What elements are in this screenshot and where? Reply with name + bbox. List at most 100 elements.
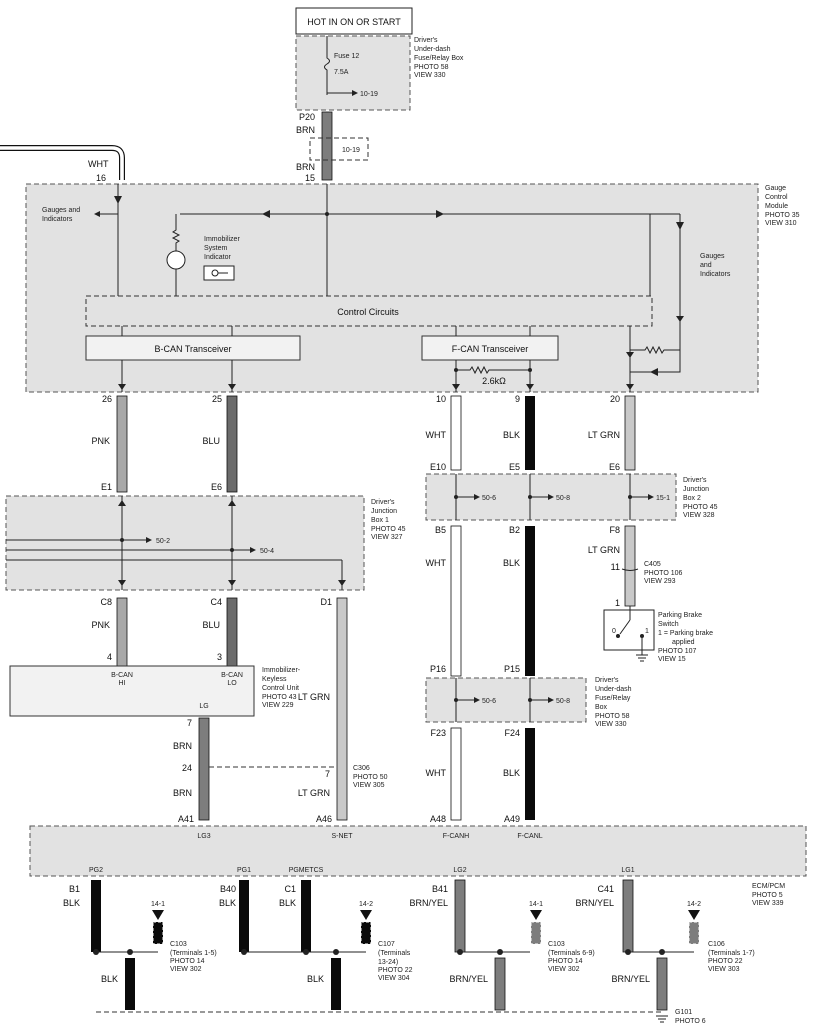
wire-color-pnk: PNK — [91, 436, 110, 446]
control-circuits-label: Control Circuits — [337, 307, 399, 317]
wire-color-wht-3: WHT — [426, 768, 447, 778]
bcan-transceiver — [85, 335, 301, 361]
ecm-term-lg2: LG2 — [453, 867, 466, 874]
ecm-label: ECM/PCM — [752, 883, 785, 890]
brnyel-wire-lg2 — [454, 879, 466, 953]
wire-color-brn: BRN — [296, 125, 315, 135]
pin-d1: D1 — [320, 597, 332, 607]
wire-color-blk-2: BLK — [503, 558, 520, 568]
immob-photo: PHOTO 43 — [262, 694, 297, 701]
gauges-indicators-left-2: Indicators — [42, 216, 73, 223]
blu-wire-2 — [226, 597, 238, 667]
brake-label-line: Switch — [658, 621, 679, 628]
pin-b41: B41 — [432, 884, 448, 894]
pin-a48: A48 — [430, 814, 446, 824]
gauges-indicators-right: Indicators — [700, 271, 731, 278]
fuse-ref: 10-19 — [360, 91, 378, 98]
gauges-indicators-right: Gauges — [700, 253, 725, 260]
pnk-wire-2 — [116, 597, 128, 667]
diode-icon — [262, 210, 270, 218]
c103a-label: C103 — [170, 941, 187, 948]
c103b-view: VIEW 302 — [548, 966, 580, 973]
pin-b2: B2 — [509, 525, 520, 535]
wire-color-blu: BLU — [202, 436, 220, 446]
blk-wire — [525, 396, 535, 470]
immob-label-line: Immobilizer- — [262, 667, 301, 674]
uf-label-line: Driver's — [595, 677, 619, 684]
pin-7: 7 — [187, 718, 192, 728]
pin-f23: F23 — [430, 728, 446, 738]
fuse-box-view: VIEW 330 — [414, 72, 446, 79]
blu-wire — [226, 395, 238, 493]
pin-4: 4 — [107, 652, 112, 662]
arrow-down-icon — [530, 910, 542, 920]
ground-color-blk-1: BLK — [101, 974, 118, 984]
wire-color-ltgrn-4: LT GRN — [588, 545, 620, 555]
gcm-label-line: Gauge — [765, 185, 786, 192]
jb2-ref-50-6: 50-6 — [482, 495, 496, 502]
arrow-down-icon — [360, 910, 372, 920]
wire-color-pnk-2: PNK — [91, 620, 110, 630]
wht-wire-gcm — [0, 146, 124, 180]
ref-14-2-a: 14-2 — [359, 901, 373, 908]
jb1-ref-50-2: 50-2 — [156, 538, 170, 545]
gcm-label-line: Module — [765, 203, 788, 210]
jb1-label-line: Driver's — [371, 499, 395, 506]
wire-color-wht: WHT — [88, 159, 109, 169]
c306-view: VIEW 305 — [353, 782, 385, 789]
uf-photo: PHOTO 58 — [595, 713, 630, 720]
pin-e5: E5 — [509, 462, 520, 472]
jb2-label-line: Box 2 — [683, 495, 701, 502]
c405-view: VIEW 293 — [644, 578, 676, 585]
brake-photo: PHOTO 107 — [658, 648, 696, 655]
jb2-label-line: Junction — [683, 486, 709, 493]
pin-1: 1 — [615, 598, 620, 608]
blk-wire-3 — [525, 728, 535, 820]
ltgrn-wire — [624, 395, 636, 471]
brake-label-line: Parking Brake — [658, 612, 702, 619]
wht-wire-3 — [450, 727, 462, 821]
immobilizer-indicator-label: Indicator — [204, 254, 232, 261]
ecm-view: VIEW 339 — [752, 900, 784, 907]
wire-color-ltgrn: LT GRN — [588, 430, 620, 440]
fuse-relay-box-top — [295, 35, 411, 111]
wire-color-wht-2: WHT — [426, 558, 447, 568]
c103a-photo: PHOTO 14 — [170, 958, 205, 965]
jb1-view: VIEW 327 — [371, 534, 403, 541]
pin-f24: F24 — [504, 728, 520, 738]
switch-pos-0: 0 — [612, 628, 616, 635]
jb1-label-line: Junction — [371, 508, 397, 515]
ecm-term-lg3: LG3 — [197, 833, 210, 840]
wire-color-brn-3: BRN — [173, 741, 192, 751]
immob-label-line: Control Unit — [262, 685, 299, 692]
g101-label: G101 — [675, 1009, 692, 1016]
pin-a46: A46 — [316, 814, 332, 824]
pin-c4: C4 — [210, 597, 222, 607]
wire-color-brnyel-c41: BRN/YEL — [575, 898, 614, 908]
uf-label-line: Fuse/Relay — [595, 695, 631, 702]
pin-24: 24 — [182, 763, 192, 773]
immobilizer-keyless-control-unit — [9, 665, 255, 717]
uf-view: VIEW 330 — [595, 721, 627, 728]
pin-b5: B5 — [435, 525, 446, 535]
jb2-label-line: Driver's — [683, 477, 707, 484]
wire-color-blu-2: BLU — [202, 620, 220, 630]
wire-color-brn-2: BRN — [296, 162, 315, 172]
jb2-ref-50-8: 50-8 — [556, 495, 570, 502]
gauges-indicators-left: Gauges and — [42, 207, 80, 214]
jb2-ref-15-1: 15-1 — [656, 495, 670, 502]
diode-icon — [114, 196, 122, 204]
fuse-box-label-line: Fuse/Relay Box — [414, 55, 464, 62]
ecm-photo: PHOTO 5 — [752, 892, 783, 899]
wht-wire — [450, 395, 462, 471]
c107-label: C107 — [378, 941, 395, 948]
pin-e6: E6 — [211, 482, 222, 492]
pin-b1: B1 — [69, 884, 80, 894]
immobilizer-lamp-icon — [166, 250, 186, 270]
c103b-label: (Terminals 6-9) — [548, 950, 595, 957]
arrow-down-icon — [688, 910, 700, 920]
ltgrn-wire-snet — [336, 597, 348, 821]
pin-e6-b: E6 — [609, 462, 620, 472]
ecm-term-pgmetcs: PGMETCS — [289, 867, 324, 874]
